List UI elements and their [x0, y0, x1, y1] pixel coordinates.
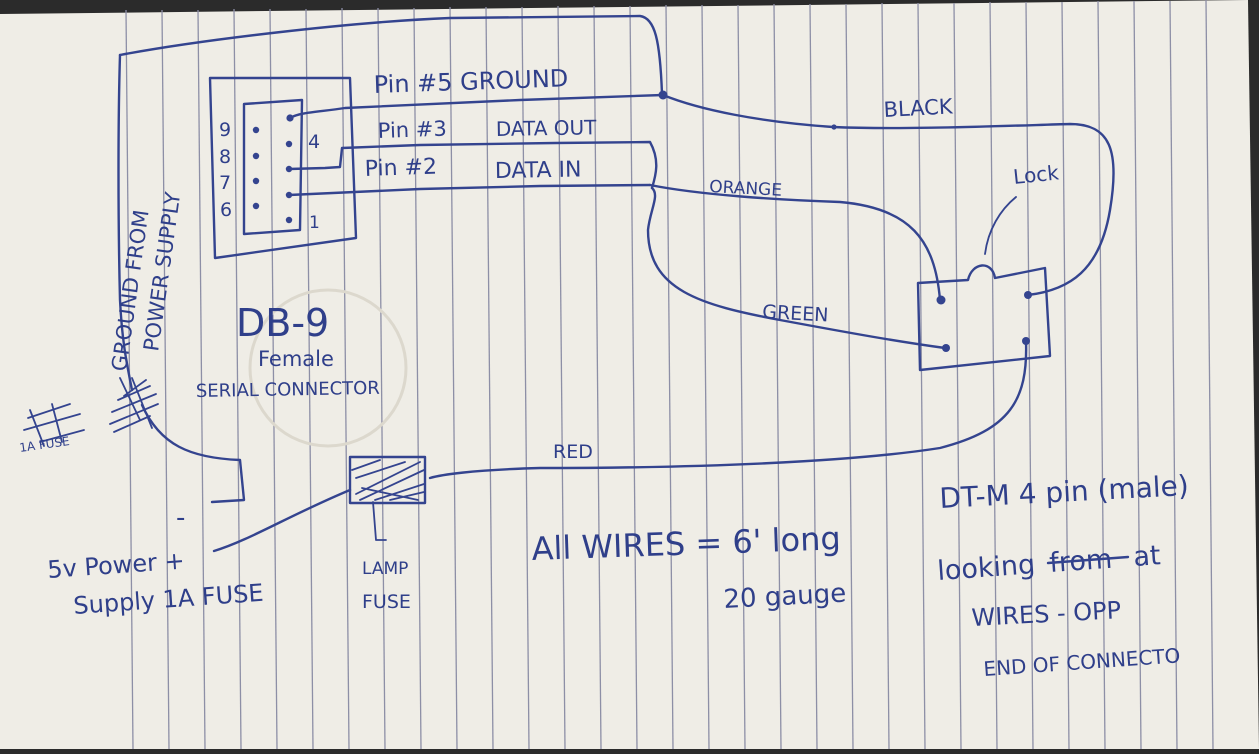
black-wire	[661, 93, 1115, 297]
db9-title: DB-9	[236, 301, 329, 345]
dtm-looking-word: looking	[936, 549, 1036, 587]
dtm-connector	[916, 196, 1052, 372]
orange-wire	[648, 183, 942, 302]
pin-1	[285, 216, 293, 224]
green-label: GREEN	[762, 301, 829, 326]
ground-wire-left	[117, 53, 134, 392]
black-wire-dot	[831, 124, 837, 130]
pin-8	[252, 152, 260, 160]
pin-number-1: 1	[309, 213, 320, 233]
lock-leader	[984, 196, 1017, 255]
pin-7	[252, 177, 260, 185]
ground-fuse-note: 1A FUSE	[18, 434, 70, 455]
lamp-fuse-leader	[372, 501, 387, 541]
pin-number-7: 7	[219, 172, 231, 194]
crossed-out-fuse-note	[23, 403, 85, 447]
pin-number-9: 9	[219, 119, 231, 141]
data-out-label: DATA OUT	[496, 115, 598, 141]
ruled-lines	[125, 0, 1214, 750]
ground-wire-top	[118, 14, 664, 96]
black-label: BLACK	[883, 94, 954, 122]
db9-outline	[208, 76, 358, 260]
pin-4	[285, 140, 293, 148]
db9-caption: SERIAL CONNECTOR	[196, 378, 380, 402]
dtm-pin-orange	[936, 295, 946, 305]
pin5-wire	[288, 93, 665, 120]
pin-9	[252, 126, 260, 134]
pin3-wire	[287, 140, 658, 190]
db9-shell	[242, 98, 304, 236]
power-positive-wire	[212, 488, 352, 553]
pin5-label: Pin #5 GROUND	[373, 64, 568, 99]
ground-fuse	[23, 377, 246, 504]
dtm-orientation-line: looking from at	[936, 540, 1161, 587]
data-in-label: DATA IN	[495, 157, 582, 184]
dtm-outline	[916, 264, 1052, 372]
pin3-label: Pin #3	[377, 117, 447, 143]
dtm-pin-black	[1024, 291, 1032, 299]
wires-gauge-note: 20 gauge	[723, 579, 847, 615]
pin-number-8: 8	[219, 146, 231, 168]
ground-fuse-scribble	[109, 377, 159, 433]
ground-bracket	[140, 403, 246, 504]
lamp-fuse	[348, 455, 427, 541]
pin2-label: Pin #2	[364, 154, 437, 182]
dtm-at-word: at	[1132, 540, 1161, 573]
db9-subtitle: Female	[258, 347, 334, 371]
strikethrough	[1046, 555, 1130, 565]
lamp-fuse-label-line2: FUSE	[362, 591, 411, 613]
pin-number-6: 6	[220, 199, 232, 221]
pin-6	[252, 202, 260, 210]
red-label: RED	[553, 441, 593, 463]
lamp-fuse-label-line1: LAMP	[362, 559, 408, 579]
pin2-wire	[287, 183, 652, 197]
lock-label: Lock	[1012, 160, 1060, 189]
lamp-fuse-box	[348, 455, 427, 505]
orange-label: ORANGE	[709, 177, 783, 201]
pin-number-4: 4	[308, 131, 320, 153]
db9-connector: 9 8 7 6 4 1	[208, 76, 358, 260]
red-wire	[428, 339, 1028, 480]
power-minus-label: -	[176, 503, 185, 533]
green-wire	[646, 186, 947, 350]
lamp-fuse-scribble	[351, 459, 425, 501]
ring-stain	[248, 288, 408, 448]
dtm-pin-green	[942, 344, 950, 352]
